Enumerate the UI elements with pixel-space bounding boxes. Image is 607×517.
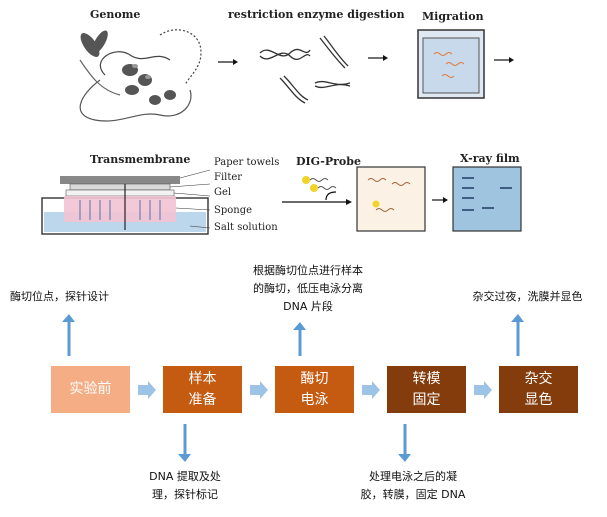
step-box-transfer-fix: 转模 固定 (387, 366, 466, 413)
step-label: 杂交 (524, 370, 553, 387)
arrow-icon (368, 55, 388, 61)
step-label: 转模 (412, 370, 441, 387)
step-label: 显色 (524, 391, 553, 408)
arrow-down-icon (178, 424, 191, 462)
step-label: 实验前 (69, 381, 112, 397)
arrow-down-icon (398, 424, 411, 462)
chevron-right-icon (362, 381, 380, 399)
arrow-icon (218, 59, 238, 65)
step-box-digest-electrophoresis: 酶切 电泳 (275, 366, 354, 413)
dig-probe-label: DIG-Probe (296, 155, 361, 168)
filter-label: Filter (214, 172, 243, 183)
gel-tank-illustration (417, 29, 485, 99)
gel-label: Gel (214, 187, 232, 198)
note-gel-transfer: 处理电泳之后的凝 胶，转膜，固定 DNA (348, 468, 478, 504)
note-line: 理，探针标记 (152, 488, 218, 501)
note-line: 处理电泳之后的凝 (369, 470, 457, 483)
xray-film-illustration (452, 166, 522, 232)
step-box-pre-experiment: 实验前 (51, 366, 130, 413)
arrow-up-icon (293, 322, 306, 356)
step-box-sample-prep: 样本 准备 (163, 366, 242, 413)
arrow-up-icon (62, 314, 75, 356)
chevron-right-icon (138, 381, 156, 399)
dna-fragments-illustration (259, 35, 351, 104)
step-label: 准备 (188, 391, 217, 408)
note-probe-design: 酶切位点，探针设计 (10, 288, 140, 306)
probe-icon (302, 176, 337, 200)
note-digest-separate: 根据酶切位点进行样本 的酶切，低压电泳分离 DNA 片段 (238, 262, 378, 316)
membrane-illustration (356, 166, 426, 232)
arrow-up-icon (511, 314, 524, 356)
note-line: 胶，转膜，固定 DNA (360, 488, 466, 501)
note-dna-extraction: DNA 提取及处 理，探针标记 (130, 468, 240, 504)
arrow-icon (432, 197, 448, 203)
step-label: 酶切 (300, 370, 329, 387)
note-line: 的酶切，低压电泳分离 (253, 282, 363, 295)
step-label: 电泳 (300, 391, 329, 408)
paper-towels-label: Paper towels (214, 157, 280, 168)
arrow-icon (494, 57, 514, 63)
migration-label: Migration (422, 10, 484, 23)
chevron-right-icon (474, 381, 492, 399)
chromosome-illustration (79, 29, 202, 122)
transmembrane-label: Transmembrane (90, 153, 191, 166)
genome-label: Genome (90, 8, 141, 21)
note-line: 根据酶切位点进行样本 (253, 264, 363, 277)
step-label: 固定 (412, 391, 441, 408)
sponge-label: Sponge (214, 205, 253, 216)
chevron-right-icon (250, 381, 268, 399)
note-line: DNA 片段 (283, 300, 333, 313)
xray-label: X-ray film (460, 152, 520, 165)
transfer-apparatus-illustration (41, 169, 210, 235)
note-line: DNA 提取及处 (149, 470, 221, 483)
digestion-label: restriction enzyme digestion (228, 8, 405, 21)
note-hybridize-wash: 杂交过夜，洗膜并显色 (455, 288, 600, 306)
step-label: 样本 (188, 370, 217, 387)
note-line: 酶切位点，探针设计 (10, 290, 109, 303)
arrow-icon (282, 199, 352, 205)
note-line: 杂交过夜，洗膜并显色 (472, 290, 583, 303)
salt-solution-label: Salt solution (214, 222, 278, 233)
step-box-hybridize-develop: 杂交 显色 (499, 366, 578, 413)
